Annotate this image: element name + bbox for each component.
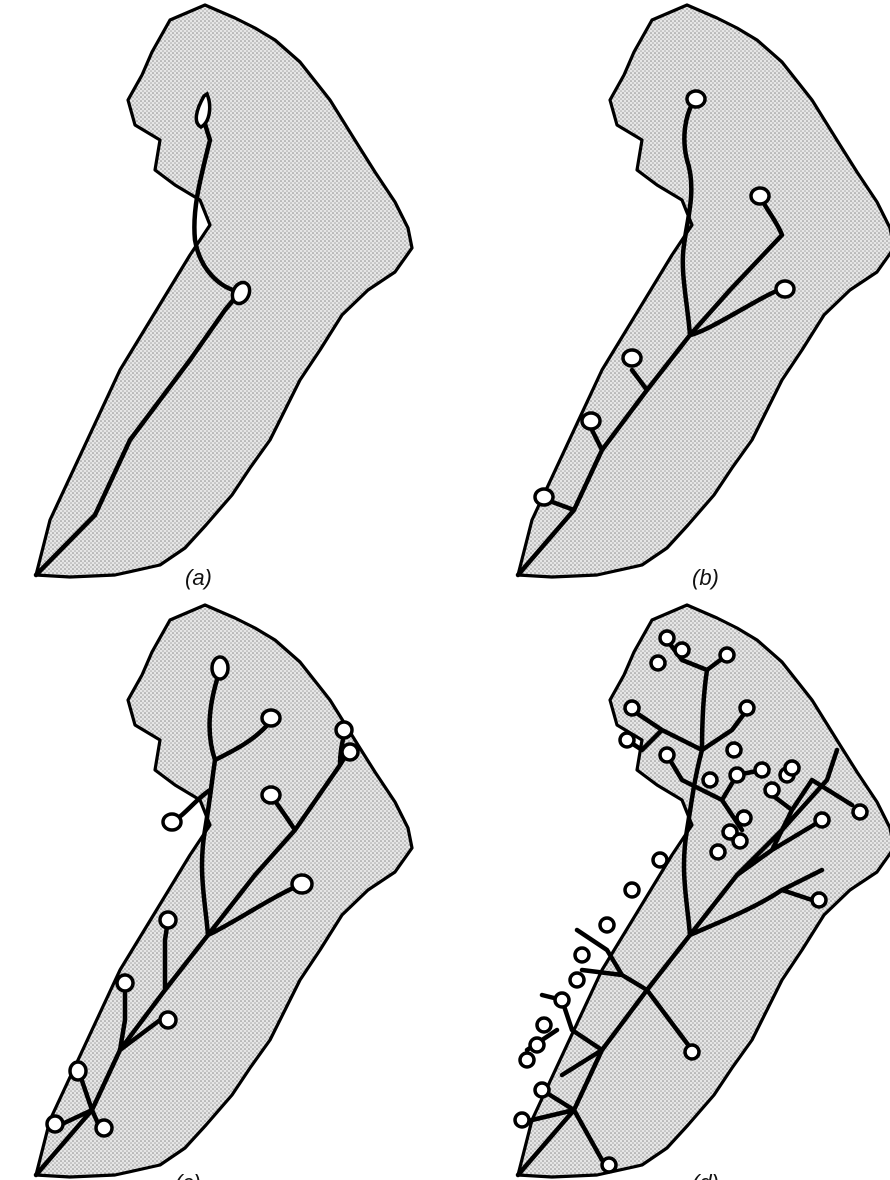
channel-tip bbox=[537, 1018, 551, 1032]
channel-tip bbox=[535, 1083, 549, 1097]
channel-tip bbox=[733, 834, 747, 848]
channel-tip bbox=[730, 768, 744, 782]
channel-tip bbox=[292, 875, 312, 893]
channel-tip bbox=[727, 743, 741, 757]
panel-label: (b) bbox=[692, 565, 719, 590]
panel-label: (c) bbox=[175, 1170, 201, 1180]
channel-tip bbox=[685, 1045, 699, 1059]
channel-tip bbox=[703, 773, 717, 787]
channel-tip bbox=[535, 489, 553, 505]
channel-tip bbox=[262, 787, 280, 803]
channel-tip bbox=[117, 975, 133, 991]
panel-label: (d) bbox=[692, 1170, 719, 1180]
channel-tip bbox=[653, 853, 667, 867]
channel-tip bbox=[582, 413, 600, 429]
channel-tip bbox=[675, 643, 689, 657]
region-shape bbox=[518, 5, 890, 577]
channel-tip bbox=[163, 814, 181, 830]
channel-tip bbox=[812, 893, 826, 907]
channel-tip bbox=[776, 281, 794, 297]
panel-b: (b) bbox=[518, 5, 890, 590]
channel-tip bbox=[853, 805, 867, 819]
channel-tip bbox=[660, 631, 674, 645]
channel-tip bbox=[70, 1062, 86, 1080]
panel-label: (a) bbox=[185, 565, 212, 590]
channel-tip bbox=[530, 1038, 544, 1052]
channel-tip bbox=[765, 783, 779, 797]
channel-tip bbox=[515, 1113, 529, 1127]
channel-tip bbox=[751, 188, 769, 204]
channel-tip bbox=[602, 1158, 616, 1172]
channel-tip bbox=[740, 701, 754, 715]
channel-tip bbox=[96, 1120, 112, 1136]
channel-tip bbox=[342, 744, 358, 760]
channel-tip bbox=[785, 761, 799, 775]
channel-tip bbox=[570, 973, 584, 987]
region-shape bbox=[36, 605, 412, 1177]
channel-tip bbox=[660, 748, 674, 762]
channel-tip bbox=[755, 763, 769, 777]
region-shape bbox=[36, 5, 412, 577]
channel-tip bbox=[600, 918, 614, 932]
panel-a: (a) bbox=[36, 5, 412, 590]
channel-tip bbox=[212, 657, 228, 679]
channel-tip bbox=[336, 722, 352, 738]
panel-c: (c) bbox=[36, 605, 412, 1180]
channel-tip bbox=[47, 1116, 63, 1132]
channel-tip bbox=[520, 1053, 534, 1067]
channel-tip bbox=[620, 733, 634, 747]
channel-tip bbox=[555, 993, 569, 1007]
channel-tip bbox=[623, 350, 641, 366]
channel-tip bbox=[625, 701, 639, 715]
panel-d: (d) bbox=[515, 605, 890, 1180]
channel-tip bbox=[815, 813, 829, 827]
channel-tip bbox=[720, 648, 734, 662]
channel-tip bbox=[625, 883, 639, 897]
channel-tip bbox=[737, 811, 751, 825]
channel-tip bbox=[651, 656, 665, 670]
channel-tip bbox=[711, 845, 725, 859]
channel-tip bbox=[160, 912, 176, 928]
channel-tip bbox=[160, 1012, 176, 1028]
channel-tip bbox=[575, 948, 589, 962]
channel-tip bbox=[687, 91, 705, 107]
channel-tip bbox=[262, 710, 280, 726]
